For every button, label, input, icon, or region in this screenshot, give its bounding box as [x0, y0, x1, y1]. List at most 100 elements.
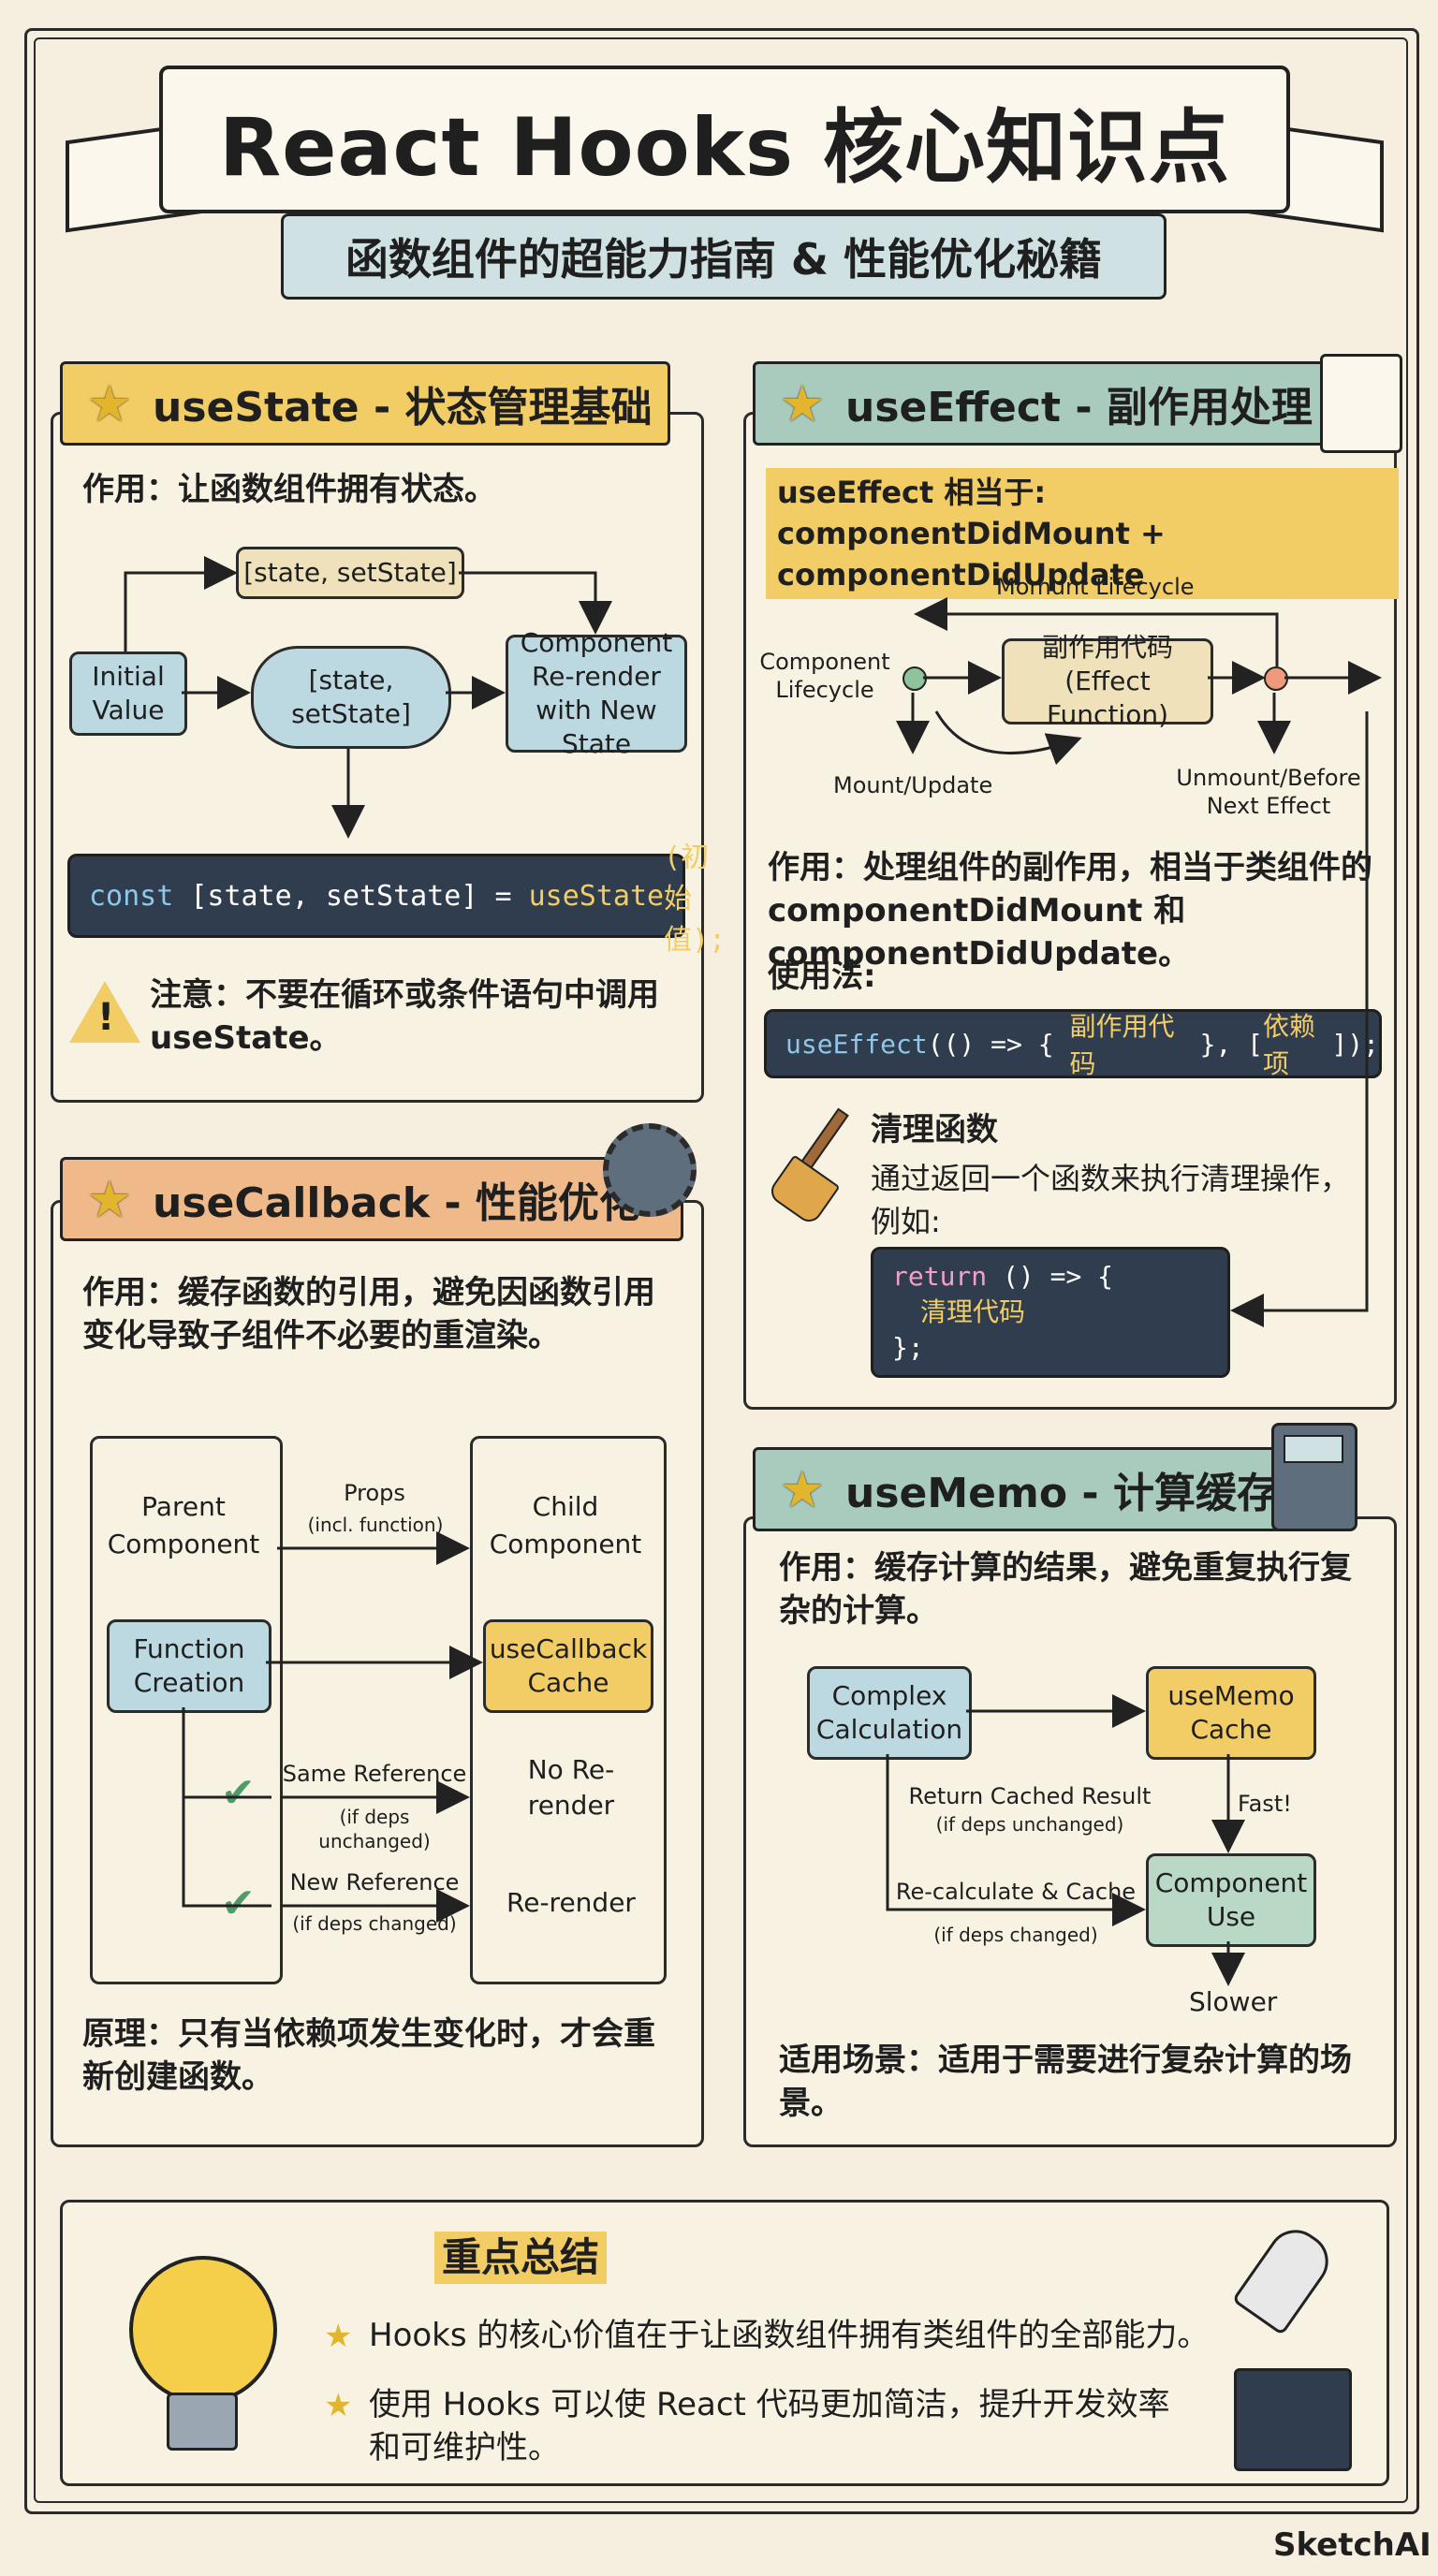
star-icon: ★: [779, 373, 826, 433]
warning-icon: [69, 981, 140, 1043]
star-icon: ★: [86, 1169, 133, 1229]
usestate-warning: 注意：不要在循环或条件语句中调用 useState。: [150, 976, 659, 1057]
recalc-sub: (if deps changed): [933, 1924, 1098, 1946]
usestate-code: const [state, setState] = useState(初始值);: [67, 842, 726, 957]
useeffect-usage-code: useEffect(() => { 副作用代码 }, [依赖项]);: [764, 1009, 1382, 1079]
inner-frame: [34, 37, 1408, 2503]
child-label: Child Component: [489, 1491, 642, 1559]
gear-icon: [603, 1123, 697, 1217]
checkmark-icon: ✔: [221, 1769, 256, 1817]
usecallback-banner: ★ useCallback - 性能优化: [60, 1157, 683, 1241]
useeffect-mount-update: Mount/Update: [833, 772, 993, 798]
code-keyword: return: [892, 1261, 988, 1292]
page-subtitle: 函数组件的超能力指南 & 性能优化秘籍: [281, 213, 1167, 300]
parent-label: Parent Component: [107, 1491, 260, 1559]
checkmark-icon: ✔: [221, 1880, 256, 1927]
usestate-rerender-box: Component Re-render with New State: [506, 627, 687, 759]
new-ref-sub: (if deps changed): [292, 1912, 457, 1935]
star-icon: ★: [779, 1459, 826, 1519]
usestate-initial-value: Initial Value: [69, 651, 187, 736]
code-text: () => {: [987, 1261, 1114, 1292]
code-window-icon: [1234, 2368, 1352, 2471]
usememo-title: useMemo - 计算缓存: [845, 1470, 1278, 1517]
useeffect-banner: ★ useEffect - 副作用处理: [753, 361, 1329, 446]
warning-mark: !: [97, 996, 115, 1039]
code-keyword: const: [89, 879, 191, 913]
lightbulb-base: [167, 2393, 238, 2451]
usestate-cloud: [state, setState]: [251, 646, 451, 749]
usememo-scenario: 适用场景：适用于需要进行复杂计算的场景。: [779, 2042, 1352, 2122]
useeffect-desc: 作用：处理组件的副作用，相当于类组件的 componentDidMount 和 …: [768, 849, 1372, 973]
slower-label: Slower: [1189, 1986, 1278, 2017]
code-text: (() => {: [927, 1028, 1070, 1060]
recalc-label: Re-calculate & Cache: [895, 1879, 1137, 1905]
useeffect-title: useEffect - 副作用处理: [845, 384, 1313, 432]
component-use: Component Use: [1146, 1853, 1316, 1947]
arrow-initial-to-top: [124, 556, 238, 651]
cleanup-code: return () => { 清理代码 };: [871, 1247, 1230, 1378]
parent-column: [90, 1436, 283, 1984]
arrow-mount-lifecycle-loop: [914, 597, 1279, 666]
code-text: ]);: [1331, 1028, 1379, 1060]
useeffect-usage-label: 使用法:: [768, 958, 876, 995]
cleanup-line-2: 清理代码: [920, 1296, 1026, 1327]
usememo-banner: ★ useMemo - 计算缓存: [753, 1447, 1283, 1531]
code-fn: useState: [528, 879, 665, 913]
child-column: [470, 1436, 667, 1984]
return-cached-label: Return Cached Result: [908, 1783, 1152, 1809]
arrow-top-to-rerender: [459, 571, 612, 635]
usememo-panel: [743, 1516, 1397, 2147]
code-highlight: 副作用代码: [1069, 1011, 1175, 1079]
code-text: [state, setState] =: [190, 879, 529, 913]
cleanup-desc: 通过返回一个函数来执行清理操作，例如:: [871, 1161, 1351, 1239]
summary-point-2: 使用 Hooks 可以使 React 代码更加简洁，提升开发效率和可维护性。: [369, 2386, 1170, 2466]
outer-frame: [24, 28, 1419, 2514]
cleanup-line-3: };: [892, 1332, 924, 1363]
useeffect-equiv: useEffect 相当于: componentDidMount + compo…: [766, 468, 1399, 599]
useeffect-effect-box: 副作用代码 (Effect Function): [1002, 632, 1213, 730]
calculator-icon: [1271, 1423, 1357, 1531]
cleanup-title: 清理函数: [871, 1111, 998, 1149]
summary-title: 重点总结: [434, 2232, 608, 2284]
return-cached-sub: (if deps unchanged): [935, 1813, 1124, 1836]
complex-calc: Complex Calculation: [807, 1666, 972, 1760]
usememo-cache: useMemo Cache: [1146, 1666, 1316, 1760]
same-ref-sub: (if deps unchanged): [318, 1806, 431, 1852]
same-ref-label: Same Reference: [282, 1761, 467, 1787]
function-creation: Function Creation: [107, 1619, 271, 1713]
page-title: React Hooks 核心知识点: [159, 66, 1290, 213]
lightbulb-icon: [129, 2256, 277, 2404]
useeffect-unmount: Unmount/Before Next Effect: [1176, 765, 1361, 819]
no-rerender-label: No Re-render: [527, 1754, 615, 1821]
arrow-mount-update: [934, 710, 1082, 766]
useeffect-mount-lifecycle: Momunt Lifecycle: [996, 574, 1195, 600]
usestate-title: useState - 状态管理基础: [153, 384, 653, 432]
usecallback-desc: 作用：缓存函数的引用，避免因函数引用变化导致子组件不必要的重渲染。: [82, 1274, 655, 1354]
code-text: }, [: [1183, 1028, 1264, 1060]
code-highlight: 依赖项: [1263, 1011, 1316, 1079]
brand-label: SketchAI: [1273, 2526, 1431, 2564]
usestate-top-label: [state, setState]: [236, 547, 464, 599]
usestate-banner: ★ useState - 状态管理基础: [60, 361, 670, 446]
fast-label: Fast!: [1238, 1791, 1292, 1817]
useeffect-component-lifecycle: Component Lifecycle: [759, 649, 890, 703]
cleanup-line-1: return () => {: [892, 1259, 1113, 1295]
usecallback-principle: 原理：只有当依赖项发生变化时，才会重新创建函数。: [82, 2015, 655, 2096]
rerender-label: Re-render: [506, 1887, 636, 1918]
usestate-panel: [51, 412, 704, 1103]
props-sub: (incl. function): [307, 1514, 444, 1536]
usestate-desc: 作用：让函数组件拥有状态。: [82, 471, 496, 508]
clipboard-icon: [1320, 354, 1402, 453]
arrow-recalc: [886, 1754, 1146, 1926]
usememo-desc: 作用：缓存计算的结果，避免重复执行复杂的计算。: [779, 1549, 1352, 1630]
usecallback-title: useCallback - 性能优化: [153, 1179, 640, 1227]
new-ref-label: New Reference: [289, 1869, 460, 1895]
star-icon: ★: [324, 2318, 353, 2355]
arrow-to-cleanup: [1230, 711, 1369, 1327]
code-arg: (初始值);: [664, 842, 726, 957]
code-fn: useEffect: [785, 1028, 928, 1060]
line-function-down: [182, 1707, 271, 1908]
star-icon: ★: [86, 373, 133, 433]
props-label: Props: [344, 1480, 405, 1506]
